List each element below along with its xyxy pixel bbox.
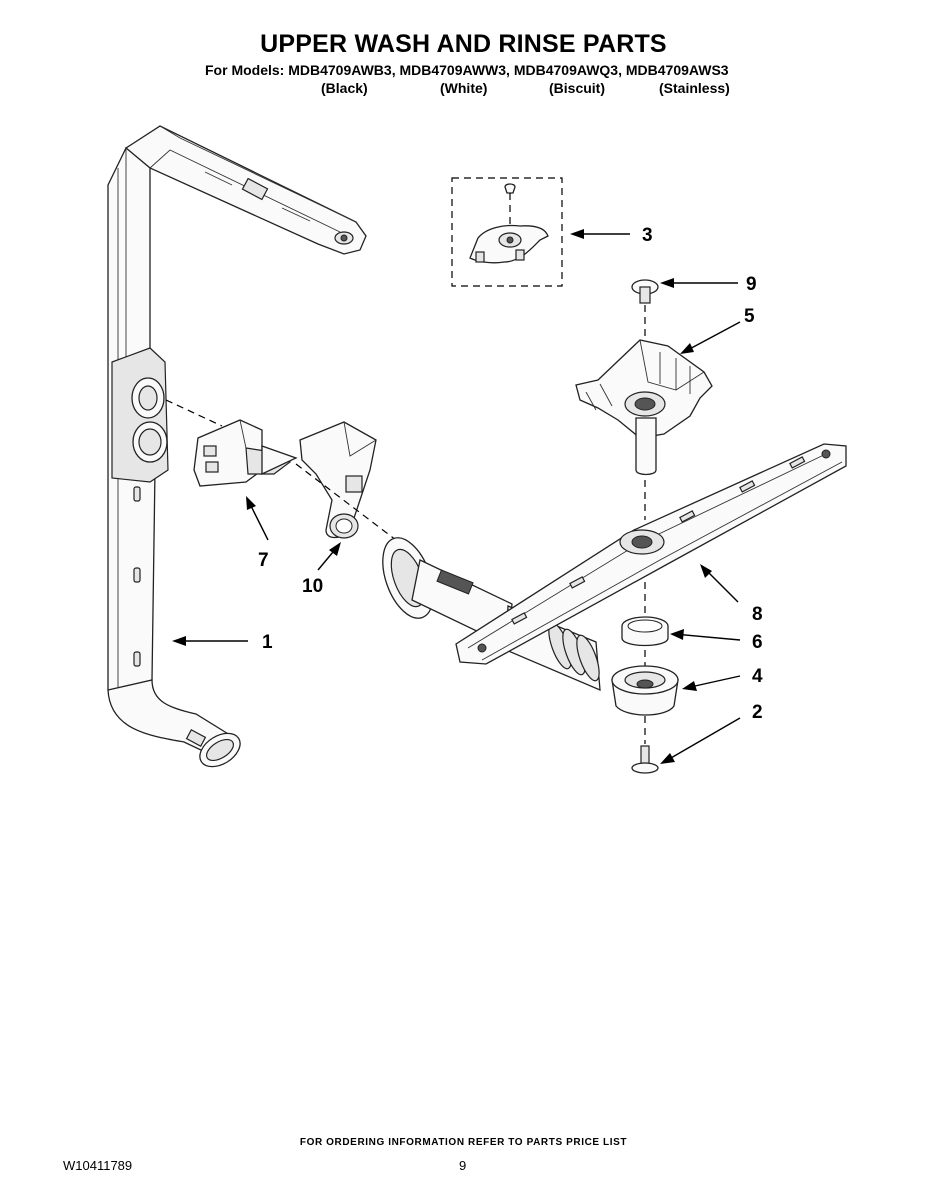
callout-3: 3 bbox=[642, 225, 653, 246]
part-4-bearing bbox=[611, 665, 679, 716]
callout-6: 6 bbox=[752, 632, 763, 653]
callout-7: 7 bbox=[258, 550, 269, 571]
color-black: (Black) bbox=[321, 80, 368, 96]
part-2-bolt bbox=[631, 745, 659, 774]
ordering-footer: FOR ORDERING INFORMATION REFER TO PARTS … bbox=[299, 1137, 628, 1148]
part-3-inset-box bbox=[451, 177, 563, 287]
leaders bbox=[172, 229, 741, 764]
part-6-seal-ring bbox=[621, 616, 669, 647]
color-stainless: (Stainless) bbox=[659, 80, 730, 96]
part-7-connector bbox=[193, 419, 298, 487]
color-biscuit: (Biscuit) bbox=[549, 80, 605, 96]
part-9-screw bbox=[631, 279, 659, 345]
part-10-retainer-clip bbox=[299, 421, 377, 539]
color-white: (White) bbox=[440, 80, 488, 96]
page-title: UPPER WASH AND RINSE PARTS bbox=[260, 30, 667, 58]
callout-8: 8 bbox=[752, 604, 763, 625]
callout-5: 5 bbox=[744, 306, 755, 327]
callout-2: 2 bbox=[752, 702, 763, 723]
part-5-spray-arm-mount bbox=[575, 339, 713, 520]
callout-10: 10 bbox=[302, 576, 323, 597]
models-line: For Models: MDB4709AWB3, MDB4709AWW3, MD… bbox=[205, 62, 729, 78]
callout-9: 9 bbox=[746, 274, 757, 295]
part-1-supply-tube bbox=[107, 125, 367, 768]
part-8-spray-arm bbox=[382, 443, 847, 692]
callout-1: 1 bbox=[262, 632, 273, 653]
document-number: W10411789 bbox=[63, 1158, 133, 1173]
callout-4: 4 bbox=[752, 666, 763, 687]
page-number: 9 bbox=[459, 1158, 467, 1173]
